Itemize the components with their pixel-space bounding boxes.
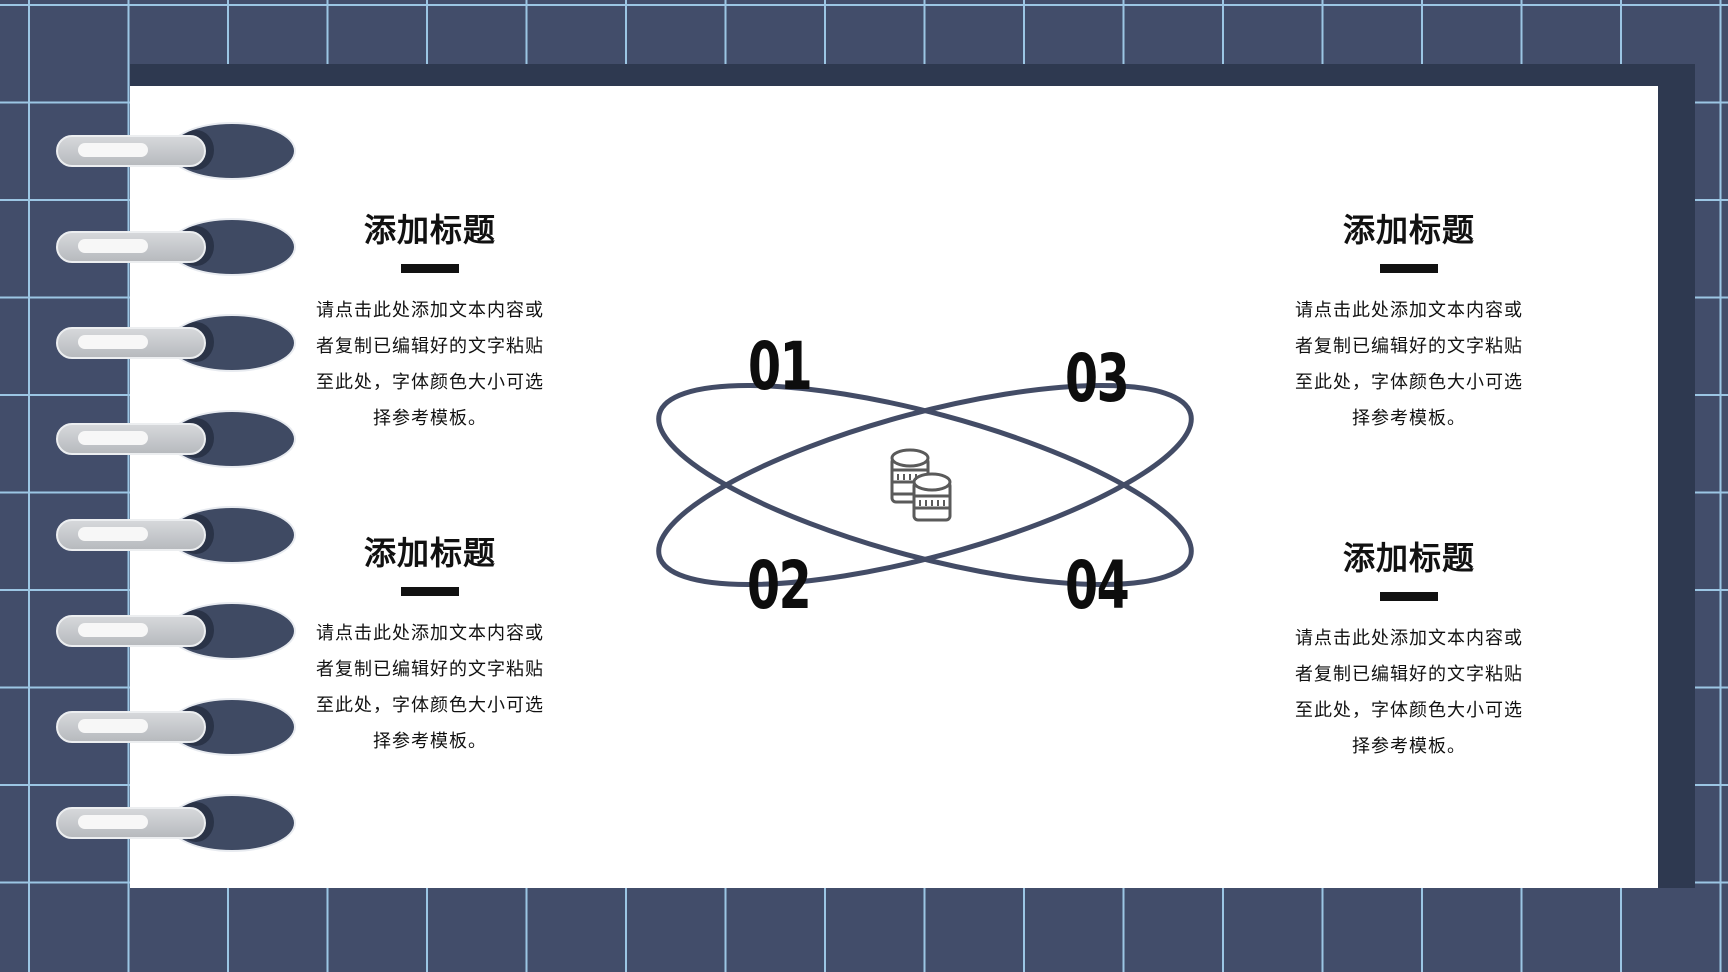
block-body[interactable]: 请点击此处添加文本内容或 者复制已编辑好的文字粘贴 至此处，字体颜色大小可选 择… — [316, 623, 544, 752]
number-label-01: 01 — [748, 328, 813, 405]
text-block-01[interactable]: 添加标题 请点击此处添加文本内容或 者复制已编辑好的文字粘贴 至此处，字体颜色大… — [300, 210, 560, 437]
orbit-ellipse-b — [656, 382, 1194, 588]
title-underline — [401, 587, 459, 596]
number-label-02: 02 — [747, 547, 812, 624]
block-body[interactable]: 请点击此处添加文本内容或 者复制已编辑好的文字粘贴 至此处，字体颜色大小可选 择… — [1295, 628, 1523, 757]
text-block-04[interactable]: 添加标题 请点击此处添加文本内容或 者复制已编辑好的文字粘贴 至此处，字体颜色大… — [1279, 538, 1539, 765]
block-body[interactable]: 请点击此处添加文本内容或 者复制已编辑好的文字粘贴 至此处，字体颜色大小可选 择… — [1295, 300, 1523, 429]
spiral-ring-icon — [56, 698, 296, 756]
coins-icon — [890, 448, 952, 522]
block-title[interactable]: 添加标题 — [363, 534, 496, 572]
block-title[interactable]: 添加标题 — [1342, 539, 1475, 577]
spiral-ring-icon — [56, 218, 296, 276]
text-block-02[interactable]: 添加标题 请点击此处添加文本内容或 者复制已编辑好的文字粘贴 至此处，字体颜色大… — [300, 533, 560, 760]
block-title[interactable]: 添加标题 — [1342, 211, 1475, 249]
orbit-diagram — [656, 382, 1194, 588]
block-body[interactable]: 请点击此处添加文本内容或 者复制已编辑好的文字粘贴 至此处，字体颜色大小可选 择… — [316, 300, 544, 429]
title-underline — [401, 264, 459, 273]
spiral-ring-icon — [56, 410, 296, 468]
title-underline — [1380, 592, 1438, 601]
text-block-03[interactable]: 添加标题 请点击此处添加文本内容或 者复制已编辑好的文字粘贴 至此处，字体颜色大… — [1279, 210, 1539, 437]
spiral-ring-icon — [56, 794, 296, 852]
spiral-ring-icon — [56, 602, 296, 660]
spiral-ring-icon — [56, 314, 296, 372]
orbit-ellipse-a — [656, 382, 1194, 588]
spiral-ring-icon — [56, 506, 296, 564]
title-underline — [1380, 264, 1438, 273]
block-title[interactable]: 添加标题 — [363, 211, 496, 249]
spiral-ring-icon — [56, 122, 296, 180]
number-label-04: 04 — [1065, 547, 1130, 624]
number-label-03: 03 — [1065, 340, 1130, 417]
